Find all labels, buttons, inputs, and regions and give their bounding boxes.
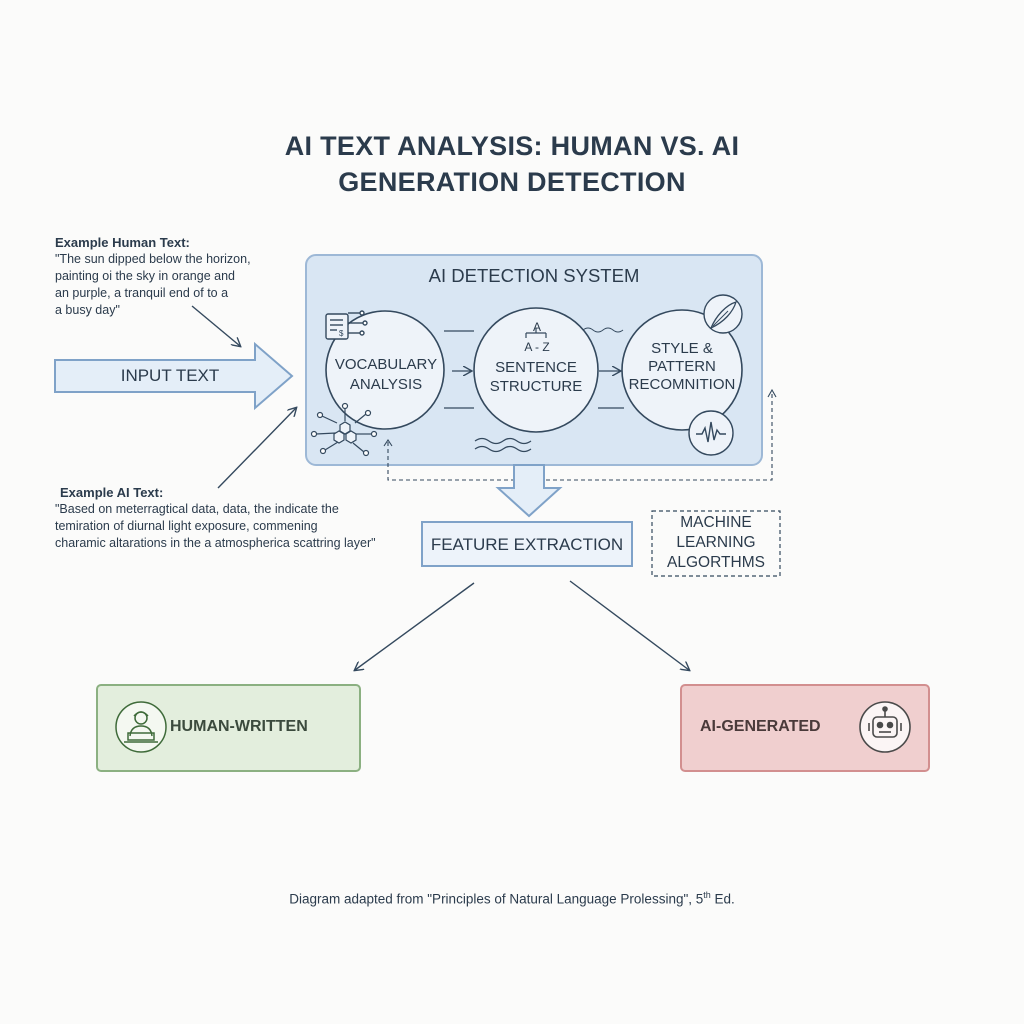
title-line-2: GENERATION DETECTION	[338, 167, 686, 197]
machine-learning-box	[651, 510, 781, 577]
svg-text:$: $	[339, 329, 344, 338]
human-output-arrow	[355, 582, 475, 670]
feature-extraction-label: FEATURE EXTRACTION	[430, 535, 624, 554]
feedback-loop	[387, 392, 773, 481]
sentence-label-line: STRUCTURE	[489, 378, 583, 395]
wave-connector	[582, 327, 624, 333]
vocabulary-label-line: VOCABULARY	[334, 356, 438, 373]
ai-example-line: "Based on meterragtical data, data, the …	[55, 502, 339, 516]
document-icon: $	[325, 310, 368, 340]
style-pattern-circle	[621, 309, 743, 431]
feature-extraction-box	[421, 521, 633, 567]
ai-generated-label: AI-GENERATED	[700, 718, 821, 735]
ai-example-line: charamic altarations in the a atmospheri…	[55, 536, 376, 550]
ml-label-line: MACHINE	[680, 514, 752, 531]
human-written-box	[96, 684, 361, 772]
quill-icon	[703, 294, 743, 334]
vocabulary-analysis-label: VOCABULARY ANALYSIS	[326, 355, 446, 395]
human-written-label: HUMAN-WRITTEN	[170, 718, 308, 735]
human-example-line: painting oi the sky in orange and	[55, 269, 235, 283]
caption-superscript: th	[703, 890, 711, 900]
caption: Diagram adapted from "Principles of Natu…	[0, 890, 1024, 907]
ai-example-heading: Example AI Text:	[60, 485, 164, 500]
wave-icon	[474, 437, 532, 453]
style-label-line: STYLE &	[651, 340, 713, 357]
input-arrow	[54, 341, 294, 411]
alphabet-glyph-top: A	[532, 320, 541, 334]
ml-label-line: LEARNING	[676, 534, 756, 551]
ai-generated-box	[680, 684, 930, 772]
caption-text: Diagram adapted from "Principles of Natu…	[289, 891, 704, 907]
human-example-pointer	[191, 305, 240, 346]
ml-label-line: ALGORTHMS	[667, 554, 765, 571]
style-label-line: PATTERN	[648, 358, 716, 375]
vocabulary-analysis-circle	[325, 310, 445, 430]
alphabet-tree-icon	[525, 328, 547, 338]
title-line-1: AI TEXT ANALYSIS: HUMAN VS. AI	[284, 131, 740, 161]
human-example-heading: Example Human Text:	[55, 235, 190, 250]
diagram-title: AI TEXT ANALYSIS: HUMAN VS. AI GENERATIO…	[0, 128, 1024, 200]
system-title: AI DETECTION SYSTEM	[428, 265, 640, 286]
network-icon	[310, 402, 378, 457]
vocabulary-label-line: ANALYSIS	[349, 376, 423, 393]
human-example-line: a busy day"	[55, 303, 120, 317]
ai-output-arrow	[569, 580, 689, 670]
machine-learning-label: MACHINE LEARNING ALGORTHMS	[652, 513, 780, 573]
robot-icon	[859, 701, 911, 753]
down-arrow	[495, 464, 563, 518]
ai-example-pointer	[217, 408, 296, 489]
ai-example-line: temiration of diurnal light exposure, co…	[55, 519, 318, 533]
alphabet-glyph-bottom: A - Z	[524, 340, 550, 354]
sentence-label-line: SENTENCE	[495, 359, 577, 376]
style-label-line: RECOMNITION	[628, 376, 736, 393]
input-text-label: INPUT TEXT	[120, 366, 220, 385]
sentence-structure-circle	[473, 307, 599, 433]
human-example-line: "The sun dipped below the horizon,	[55, 252, 251, 266]
alphabet-glyph: A A - Z	[512, 321, 562, 353]
person-laptop-icon	[115, 701, 167, 753]
waveform-icon	[688, 410, 734, 456]
caption-tail: Ed.	[710, 891, 735, 907]
human-example-line: an purple, a tranquil end of to a	[55, 286, 229, 300]
style-pattern-label: STYLE & PATTERN RECOMNITION	[622, 340, 742, 394]
sentence-structure-label: SENTENCE STRUCTURE	[474, 358, 598, 396]
